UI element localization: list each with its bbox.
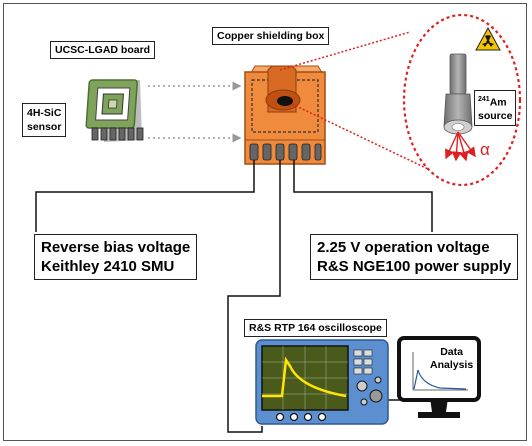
data-analysis-line1: Data: [440, 346, 463, 358]
bias-voltage-line1: Reverse bias voltage: [41, 239, 191, 256]
source-isotope: 241Am: [478, 93, 512, 110]
sensor-label-line2: sensor: [27, 121, 62, 133]
source-label: 241Am source: [474, 90, 517, 126]
lgad-board-label: UCSC-LGAD board: [50, 41, 156, 59]
monitor-icon: [397, 336, 481, 418]
copper-box-label: Copper shielding box: [212, 27, 330, 45]
operation-voltage-line2: R&S NGE100 power supply: [317, 258, 512, 275]
bias-voltage-label: Reverse bias voltage Keithley 2410 SMU: [34, 234, 198, 280]
lgad-board: [85, 79, 144, 142]
operation-voltage-line1: 2.25 V operation voltage: [317, 239, 490, 256]
data-analysis-label: Data Analysis: [430, 346, 473, 372]
power-cable: [293, 160, 433, 232]
operation-voltage-label: 2.25 V operation voltage R&S NGE100 powe…: [310, 234, 519, 280]
signal-cable: [227, 160, 281, 433]
copper-box: [244, 65, 326, 165]
oscilloscope: [255, 339, 389, 425]
data-analysis-line2: Analysis: [430, 359, 474, 371]
signal-trace: [262, 356, 347, 398]
zoom-line-bottom: [291, 103, 431, 171]
am241-source: [443, 53, 473, 135]
source-element: Am: [489, 96, 507, 109]
sensor-label: 4H-SiC sensor: [22, 103, 67, 137]
alpha-rays: [445, 131, 476, 162]
radiation-warning-icon: [475, 26, 501, 51]
source-word: source: [478, 109, 513, 122]
zoom-line-top: [279, 31, 411, 71]
cables: [35, 160, 433, 433]
oscilloscope-label: R&S RTP 164 oscilloscope: [244, 319, 387, 337]
bias-cable: [35, 160, 255, 232]
alpha-label: α: [480, 140, 490, 159]
sensor-label-line1: 4H-SiC: [27, 107, 62, 119]
source-mass-number: 241: [478, 96, 490, 103]
bias-voltage-line2: Keithley 2410 SMU: [41, 258, 175, 275]
